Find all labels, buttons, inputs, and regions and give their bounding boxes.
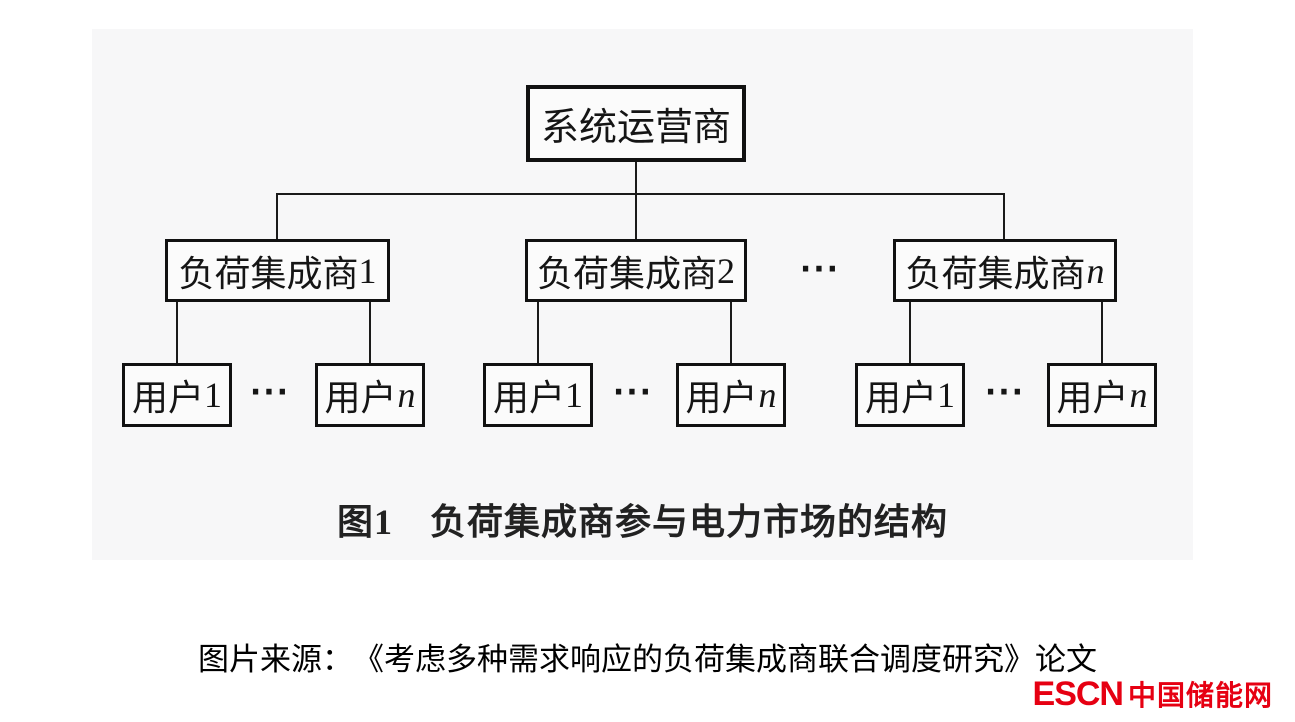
node-label: 用户 — [1056, 378, 1129, 418]
node-index: 1 — [565, 375, 583, 415]
node-index: 1 — [358, 250, 377, 291]
node-label: 系统运营商 — [540, 107, 731, 149]
node-label: 用户 — [864, 378, 937, 418]
figure-caption: 图1 负荷集成商参与电力市场的结构 — [336, 502, 948, 542]
node-label: 用户 — [324, 378, 397, 418]
node-label: 负荷集成商 — [536, 253, 717, 294]
connector-main-horizontal — [276, 193, 1005, 195]
node-index: n — [758, 375, 777, 415]
node-label: 用户 — [685, 378, 758, 418]
image-source-text: 图片来源： 《考虑多种需求响应的负荷集成商联合调度研究》论文 — [198, 642, 1097, 677]
node-index: n — [1129, 375, 1148, 415]
ellipsis-group-2: ··· — [612, 375, 654, 410]
node-index: n — [1086, 250, 1105, 291]
node-system-operator: 系统运营商 — [526, 85, 746, 162]
node-label: 负荷集成商 — [905, 253, 1086, 294]
connector-group2-right — [730, 302, 732, 363]
connector-group3-right — [1101, 302, 1103, 363]
connector-drop-left — [276, 193, 278, 239]
connector-group3-left — [909, 302, 911, 363]
node-label: 负荷集成商 — [178, 253, 359, 294]
logo-text-chinese: 中国储能网 — [1127, 680, 1273, 711]
connector-drop-right — [1003, 193, 1005, 239]
connector-group1-right — [369, 302, 371, 363]
logo-text-escn: ESCN — [1032, 675, 1124, 713]
connector-root-stem — [635, 162, 637, 193]
node-label: 用户 — [131, 378, 204, 418]
connector-group2-left — [537, 302, 539, 363]
node-index: 1 — [204, 375, 222, 415]
escn-logo: ESCN 中国储能网 — [1033, 674, 1273, 714]
node-index: 1 — [937, 375, 955, 415]
node-index: 2 — [717, 250, 735, 291]
ellipsis-aggregator-row: ··· — [799, 252, 841, 287]
connector-group1-left — [176, 302, 178, 363]
node-index: n — [397, 375, 416, 415]
ellipsis-group-3: ··· — [984, 375, 1026, 410]
ellipsis-group-1: ··· — [249, 375, 291, 410]
node-label: 用户 — [492, 378, 565, 418]
connector-drop-center — [635, 193, 637, 239]
